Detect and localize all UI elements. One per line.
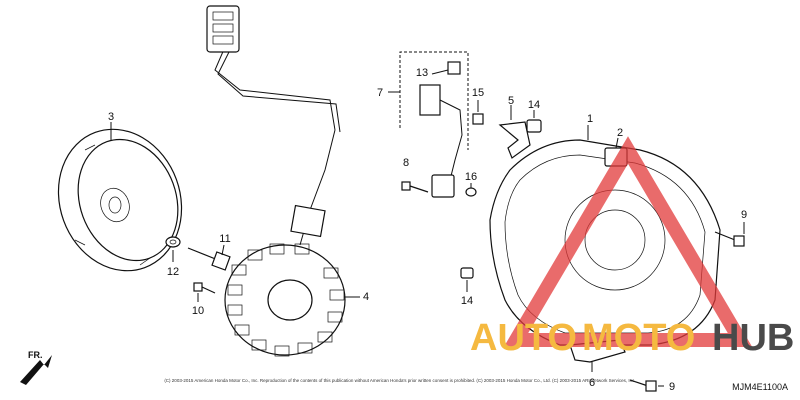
part-stator (206, 5, 360, 357)
callout-14b: 14 (461, 295, 473, 307)
part-bolt-9a (714, 222, 745, 247)
callout-2: 2 (617, 127, 623, 139)
part-bracket-5 (498, 105, 531, 159)
diagram-code: MJM4E1100A (732, 382, 788, 392)
callout-7: 7 (377, 87, 383, 99)
watermark-auto: AUTO (470, 317, 577, 359)
callout-1: 1 (587, 113, 593, 125)
callout-4: 4 (363, 291, 369, 303)
part-bolt-8 (401, 181, 429, 193)
callout-8: 8 (403, 157, 409, 169)
front-arrow-icon (20, 355, 52, 385)
part-dowel-14b (460, 267, 474, 292)
part-bolt-small (193, 282, 216, 302)
callout-10: 10 (192, 305, 204, 317)
watermark: AUTO MOTO HUB (470, 136, 794, 359)
watermark-moto: MOTO (582, 317, 695, 359)
part-16 (465, 183, 477, 197)
part-bolt-9b (629, 379, 664, 392)
part-flywheel-bolt (187, 244, 231, 271)
callout-3: 3 (108, 111, 114, 123)
callout-16: 16 (465, 171, 477, 183)
part-washer (165, 236, 181, 262)
part-dowel-14a (526, 110, 542, 133)
part-15 (472, 100, 484, 125)
part-flywheel-rotor (57, 122, 183, 272)
watermark-hub: HUB (712, 317, 794, 359)
callout-15: 15 (472, 87, 484, 99)
callout-13: 13 (416, 67, 428, 79)
copyright-text: (C) 2003-2015 American Honda Motor Co., … (164, 378, 636, 383)
sensor-group-bracket (388, 51, 469, 198)
callout-6: 6 (589, 377, 595, 389)
callout-5: 5 (508, 95, 514, 107)
watermark-triangle (503, 136, 753, 347)
callout-14a: 14 (528, 99, 540, 111)
stator-coils (227, 243, 345, 357)
front-marker: FR. (28, 350, 43, 360)
callout-9b: 9 (669, 381, 675, 393)
callout-9a: 9 (741, 209, 747, 221)
callout-12: 12 (167, 266, 179, 278)
callout-11: 11 (219, 233, 230, 245)
